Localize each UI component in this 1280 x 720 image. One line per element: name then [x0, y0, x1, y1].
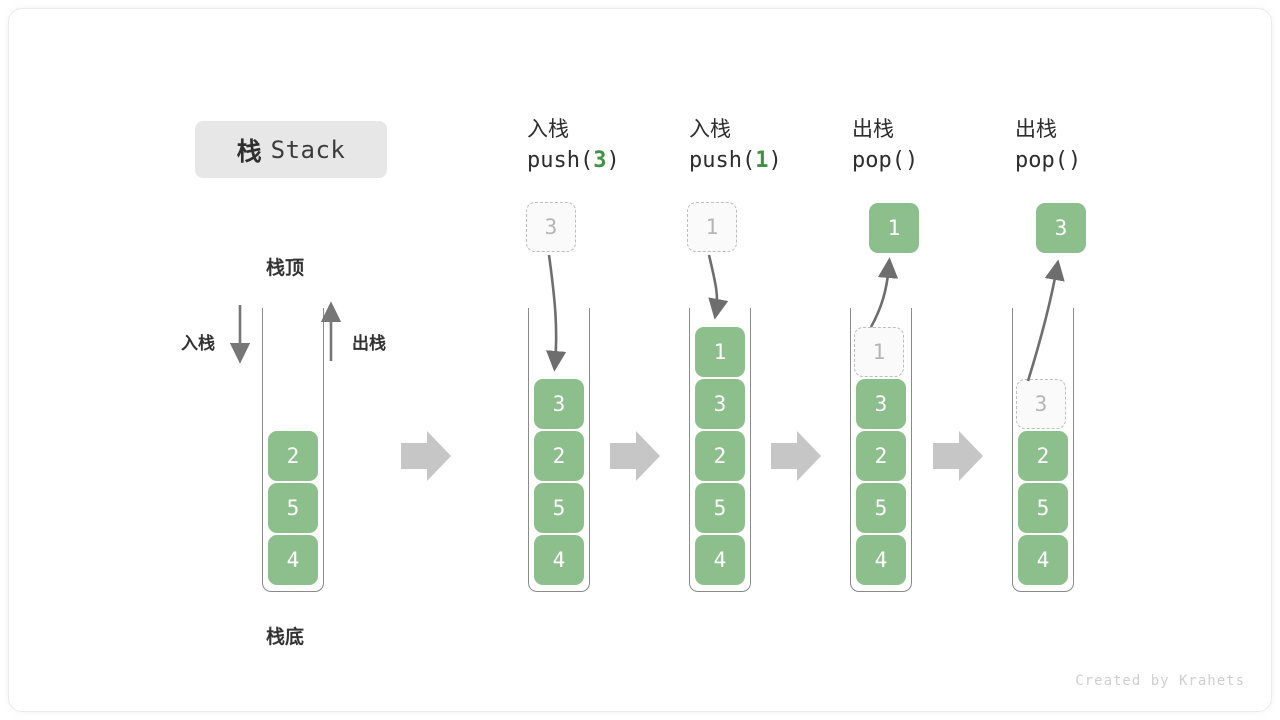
step-flow-arrow-icon — [401, 431, 451, 481]
floating-element-popped: 3 — [1036, 203, 1086, 253]
op-code-suffix: ) — [606, 148, 620, 173]
stack-cell: 2 — [1018, 431, 1068, 481]
op-code-arg: 3 — [593, 148, 607, 173]
op-label-cn: 入栈 — [527, 118, 569, 141]
label-push-side: 入栈 — [181, 334, 215, 353]
stack-cell: 2 — [856, 431, 906, 481]
op-code-prefix: pop( — [1015, 148, 1068, 173]
op-code-suffix: ) — [768, 148, 782, 173]
column-header-push-1: 入栈 push(1) — [689, 115, 859, 177]
step-flow-arrow-icon — [771, 431, 821, 481]
op-code-prefix: push( — [689, 148, 756, 173]
diagram-canvas: 栈 Stack 栈顶 栈底 入栈 出栈 2 5 4 入栈 push(3) 3 3… — [8, 8, 1272, 712]
step-flow-arrow-icon — [610, 431, 660, 481]
stack-cell-ghost: 1 — [854, 327, 904, 377]
stack-cell: 4 — [534, 535, 584, 585]
floating-element-ghost: 3 — [526, 202, 576, 252]
op-code-suffix: ) — [1067, 148, 1082, 173]
stack-cell: 4 — [268, 535, 318, 585]
stack-cell-ghost: 3 — [1016, 379, 1066, 429]
op-label-cn: 出栈 — [1015, 118, 1057, 141]
stack-cell: 2 — [695, 431, 745, 481]
label-stack-bottom: 栈底 — [266, 627, 305, 648]
column-header-pop-1: 出栈 pop() — [852, 115, 1022, 177]
op-code-arg: 1 — [755, 148, 769, 173]
label-stack-top: 栈顶 — [266, 258, 305, 279]
op-label-code: push(3) — [527, 145, 697, 177]
diagram-title-chip: 栈 Stack — [195, 121, 387, 178]
footer-credit: Created by Krahets — [1075, 673, 1245, 689]
floating-element-ghost: 1 — [687, 202, 737, 252]
op-label-code: push(1) — [689, 145, 859, 177]
stack-cell: 4 — [695, 535, 745, 585]
op-label-code: pop() — [1015, 145, 1185, 177]
op-code-prefix: pop( — [852, 148, 905, 173]
column-header-push-3: 入栈 push(3) — [527, 115, 697, 177]
stack-cell: 1 — [695, 327, 745, 377]
op-code-suffix: ) — [904, 148, 919, 173]
stack-cell: 4 — [856, 535, 906, 585]
op-label-cn: 入栈 — [689, 118, 731, 141]
title-en: Stack — [270, 135, 346, 164]
stack-cell: 5 — [534, 483, 584, 533]
stack-cell: 4 — [1018, 535, 1068, 585]
stack-cell: 5 — [695, 483, 745, 533]
op-code-prefix: push( — [527, 148, 594, 173]
title-cn: 栈 — [236, 137, 262, 166]
floating-element-popped: 1 — [869, 203, 919, 253]
stack-cell: 2 — [268, 431, 318, 481]
column-header-pop-3: 出栈 pop() — [1015, 115, 1185, 177]
label-pop-side: 出栈 — [352, 334, 386, 353]
stack-cell: 3 — [856, 379, 906, 429]
stack-cell: 2 — [534, 431, 584, 481]
stack-cell: 5 — [268, 483, 318, 533]
stack-cell: 3 — [534, 379, 584, 429]
stack-cell: 5 — [856, 483, 906, 533]
op-label-code: pop() — [852, 145, 1022, 177]
op-label-cn: 出栈 — [852, 118, 894, 141]
stack-cell: 5 — [1018, 483, 1068, 533]
step-flow-arrow-icon — [933, 431, 983, 481]
push-1-flow-arrow-icon — [707, 254, 729, 320]
stack-cell: 3 — [695, 379, 745, 429]
